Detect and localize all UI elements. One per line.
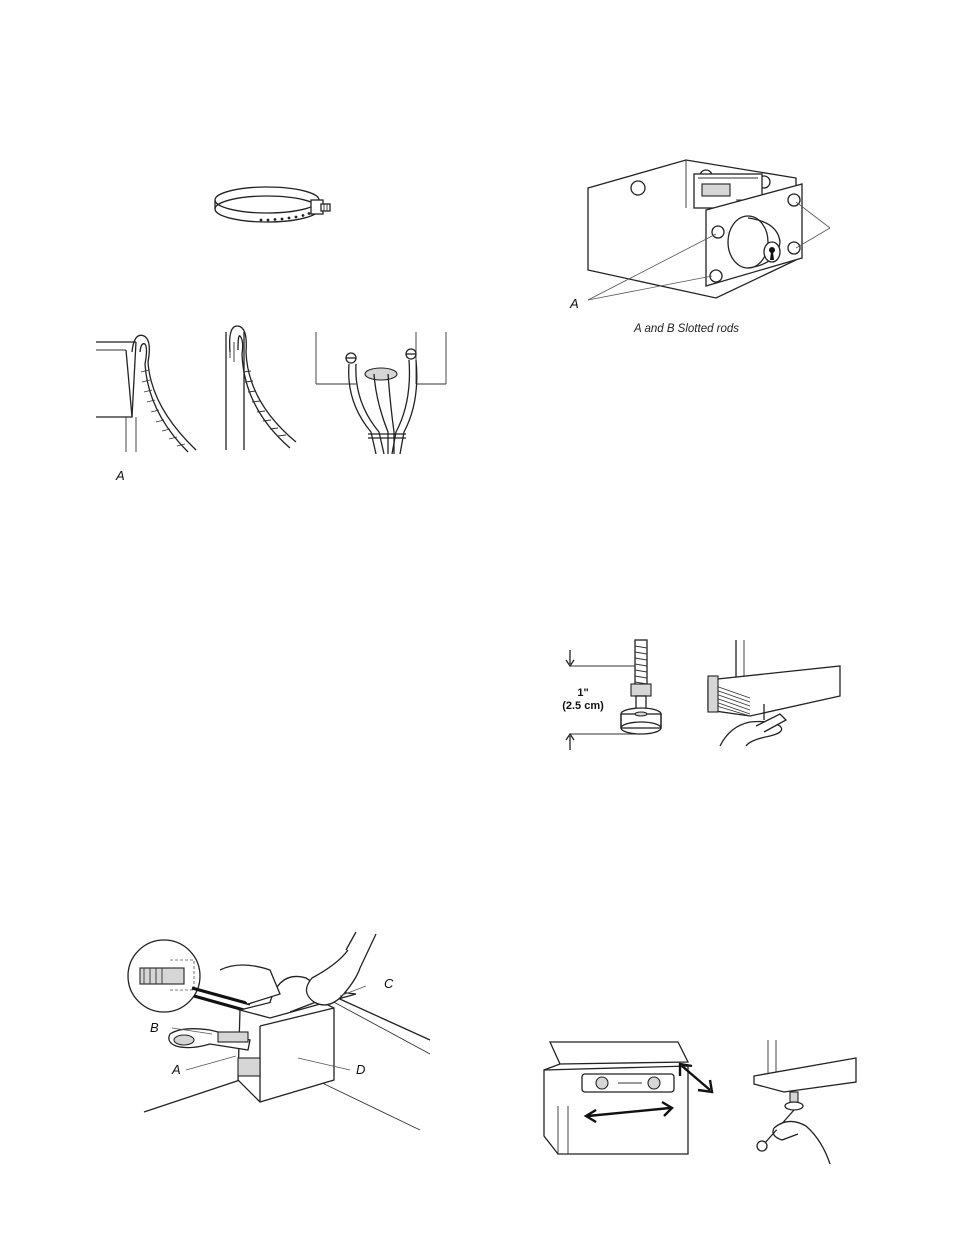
level-washer-drawing [538,1036,858,1166]
leveling-leg-figure: 1" (2.5 cm) [550,636,850,752]
washer-panel [544,1042,712,1154]
laundry-tub-panel [96,335,196,452]
hose-tool-drawing [120,930,430,1130]
leveling-leg-dimension: 1" (2.5 cm) [556,687,610,713]
slotted-rods-figure: A A and B Slotted rods [566,148,856,343]
dimension-inches: 1" [556,687,610,700]
level-washer-figure [538,1036,858,1166]
standpipe-panel [226,326,296,450]
slotted-rods-drawing [566,148,836,313]
hose-tool-label-d: D [356,1062,365,1077]
dimension-centimeters: (2.5 cm) [556,700,610,713]
hose-clamp-figure [205,176,345,246]
drain-hose-drawing [96,322,456,487]
hose-tool-figure: A B C D [120,930,440,1135]
hose-tool-label-a: A [172,1062,181,1077]
hose-tool-label-c: C [384,976,393,991]
leg-adjust-panel [754,1040,856,1164]
hose-clamp-drawing [205,176,345,246]
faucet-panel [316,332,446,454]
slotted-rods-label-a: A [570,296,579,311]
drain-hose-label-a: A [116,468,125,483]
drain-hose-figure: A [96,322,456,487]
slotted-rods-caption: A and B Slotted rods [634,323,739,335]
hose-tool-label-b: B [150,1020,159,1035]
